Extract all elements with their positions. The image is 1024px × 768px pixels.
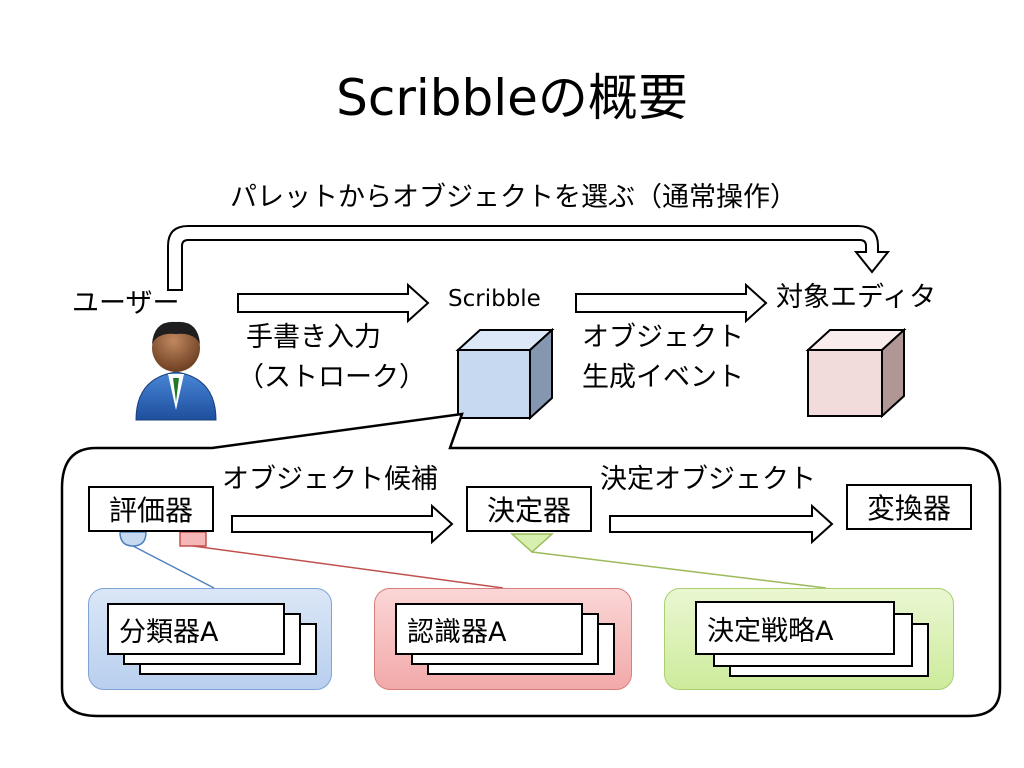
user-label: ユーザー — [72, 288, 180, 319]
strategy-plug-icon — [510, 533, 554, 554]
input-arrow — [237, 282, 430, 324]
decided-arrow — [609, 503, 834, 545]
event-label-line1: オブジェクト — [582, 322, 744, 353]
classifier-card: 分類器A — [107, 603, 285, 655]
decider-box: 決定器 — [466, 486, 592, 532]
input-label-line2: （ストローク） — [237, 362, 426, 393]
candidates-arrow — [231, 503, 454, 545]
strategy-panel: 決定戦略A — [664, 588, 954, 690]
top-flow-label: パレットからオブジェクトを選ぶ（通常操作） — [230, 182, 797, 213]
scribble-cube-icon — [455, 327, 555, 421]
top-flow-arrow — [167, 225, 891, 291]
converter-box: 変換器 — [846, 484, 972, 530]
recognizer-card: 認識器A — [395, 603, 583, 655]
classifier-panel: 分類器A — [88, 588, 332, 690]
target-editor-label: 対象エディタ — [776, 282, 937, 313]
strategy-card: 決定戦略A — [695, 601, 895, 655]
event-arrow — [575, 282, 768, 324]
recognizer-plug-icon — [179, 531, 207, 547]
scribble-label: Scribble — [448, 286, 541, 312]
decided-label: 決定オブジェクト — [600, 464, 816, 495]
target-editor-cube-icon — [805, 327, 907, 419]
event-label-line2: 生成イベント — [582, 362, 744, 393]
classifier-plug-icon — [119, 531, 147, 547]
input-label-line1: 手書き入力 — [246, 322, 381, 353]
evaluator-box: 評価器 — [88, 486, 214, 532]
user-icon — [135, 321, 217, 421]
recognizer-panel: 認識器A — [374, 588, 632, 690]
candidates-label: オブジェクト候補 — [222, 464, 438, 495]
slide-title: Scribbleの概要 — [336, 69, 688, 127]
